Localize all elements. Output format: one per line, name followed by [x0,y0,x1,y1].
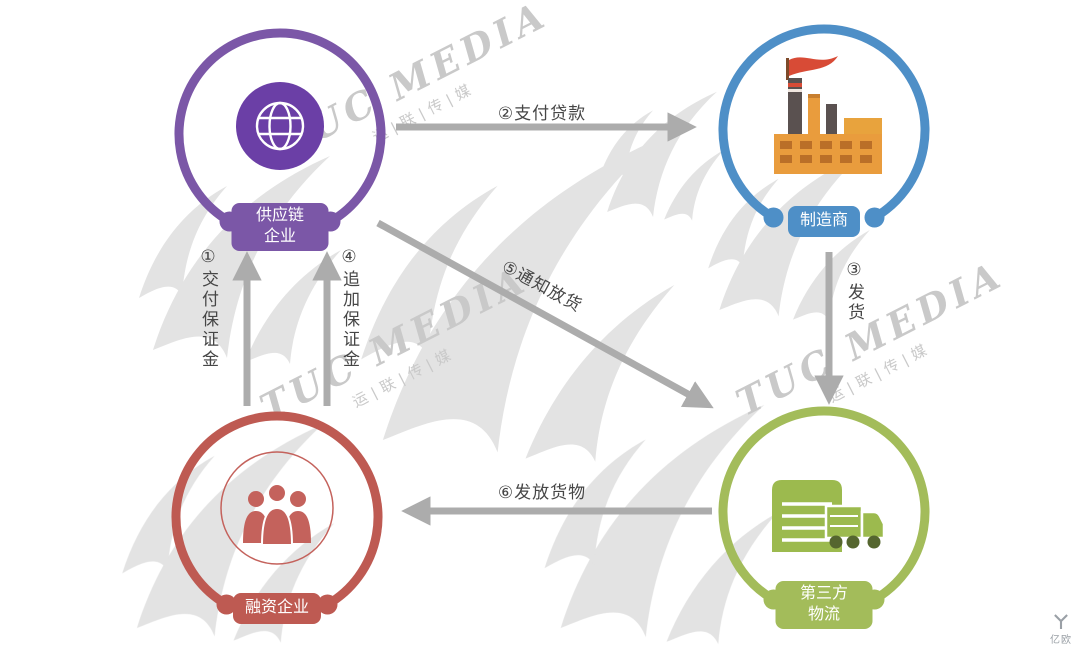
node-supply-chain-enterprise: 供应链 企业 [162,26,398,286]
yiou-logo-text: 亿欧 [1050,635,1072,646]
node-label-line1: 融资企业 [244,599,310,617]
warehouse-truck-icon [772,480,886,552]
yiou-logo: 亿欧 [1050,614,1072,646]
node-third-party-logistics: 第三方 物流 [706,404,942,653]
node-manufacturer: 制造商 [706,22,942,282]
globe-icon [236,82,324,170]
yiou-logo-icon [1054,614,1068,629]
flow-label-additional-deposit: ④追加保证金 [340,247,359,370]
node-ring [718,406,930,610]
node-label-pill: 制造商 [787,206,861,237]
ring-arc [718,406,930,604]
flow-label-pay-loan: ②支付贷款 [497,104,587,123]
node-label-pill: 第三方 物流 [775,581,873,629]
node-ring [171,411,383,615]
node-financing-enterprise: 融资企业 [159,409,395,653]
people-icon [220,451,334,565]
node-label-pill: 融资企业 [232,593,322,624]
node-label-line1: 第三方 [799,585,848,603]
node-ring [718,24,930,228]
ring-dot-right [864,207,885,228]
flow-label-ship: ③发货 [845,260,864,323]
ring-arc [718,24,930,222]
ring-arc [174,28,386,226]
ring-dot-left [216,594,237,615]
ring-arc [171,411,383,609]
node-label-line2: 物流 [807,606,840,623]
node-label-line1: 制造商 [799,212,849,230]
flow-label-release-goods: ⑥发放货物 [497,483,587,502]
ring-dot-right [317,594,338,615]
factory-icon [774,56,882,174]
node-label-pill: 供应链 企业 [231,203,329,251]
arrow-notify-release [376,219,714,409]
flow-label-deposit: ①交付保证金 [199,247,218,370]
ring-dot-left [763,207,784,228]
node-label-line2: 企业 [263,228,296,245]
node-label-line1: 供应链 [255,207,304,225]
